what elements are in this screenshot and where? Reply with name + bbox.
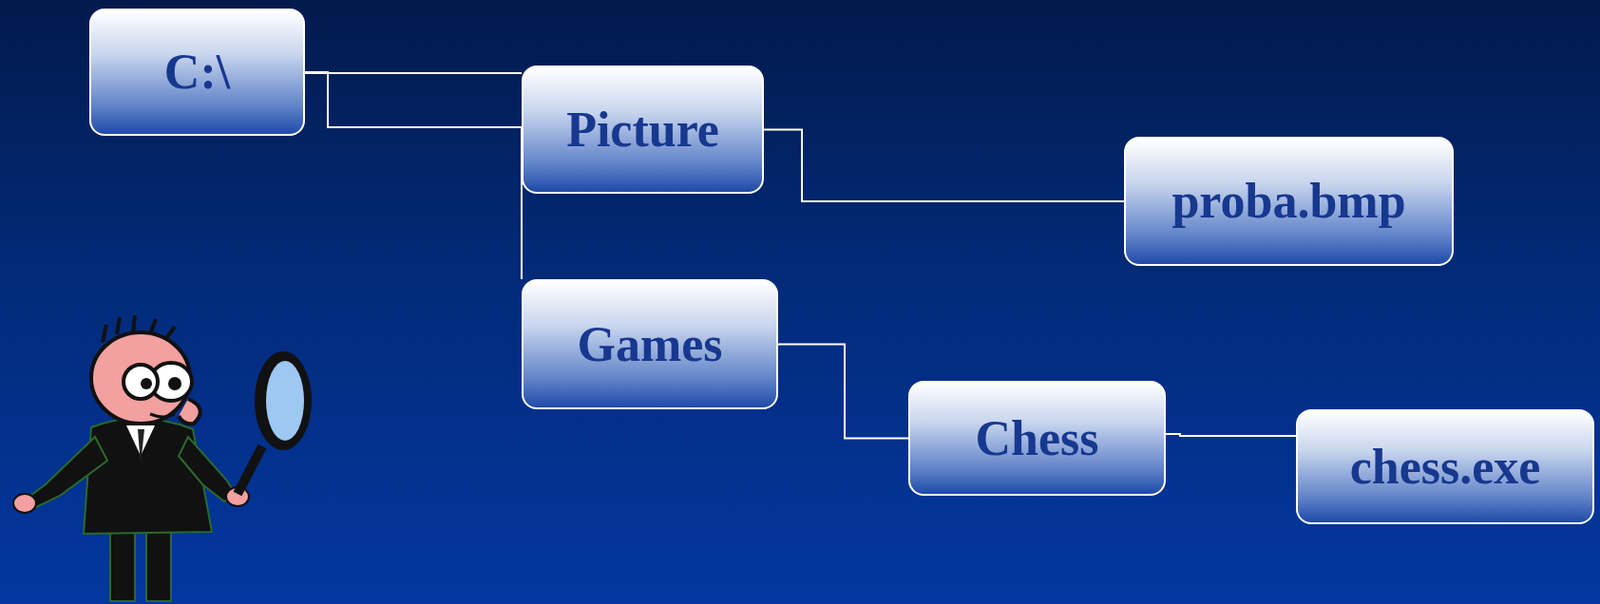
tree-connector — [304, 72, 522, 75]
folder-box: Games — [521, 279, 779, 410]
folder-box: chess.exe — [1295, 409, 1595, 525]
node-label: C:\ — [164, 44, 230, 99]
tree-connector — [778, 344, 909, 439]
node-label: Chess — [974, 411, 1099, 466]
folder-box: Chess — [908, 380, 1166, 496]
tree-connector — [763, 130, 1124, 203]
detective-illustration — [7, 313, 322, 604]
node-label: chess.exe — [1350, 439, 1542, 495]
tree-connector — [1165, 434, 1296, 437]
node-label: Picture — [566, 102, 720, 157]
node-label: Games — [576, 317, 723, 372]
folder-box: Picture — [521, 65, 764, 194]
tree-connector — [304, 72, 522, 280]
folder-box: C:\ — [89, 8, 305, 136]
folder-box: proba.bmp — [1123, 136, 1454, 267]
node-label: proba.bmp — [1171, 173, 1406, 229]
